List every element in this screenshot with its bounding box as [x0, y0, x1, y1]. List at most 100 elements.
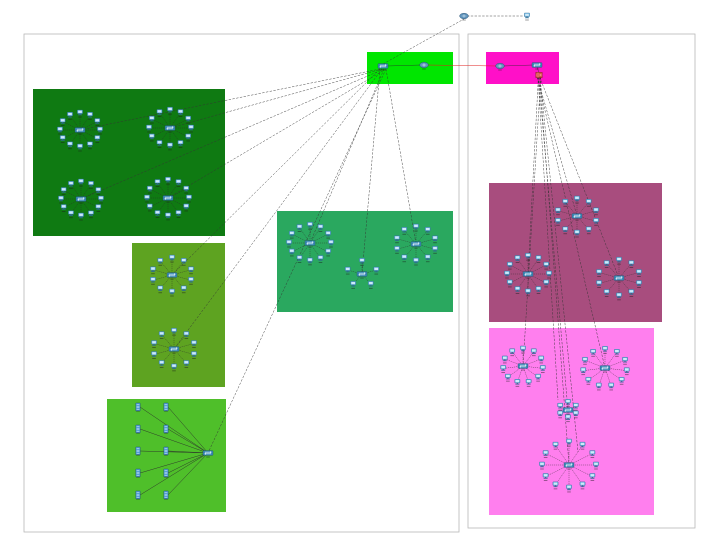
pc-icon[interactable]	[615, 256, 623, 263]
firewall-icon[interactable]	[535, 72, 543, 78]
pc-icon[interactable]	[431, 245, 439, 252]
pc-icon[interactable]	[535, 285, 542, 293]
pc-icon[interactable]	[524, 288, 532, 295]
pc-icon[interactable]	[557, 410, 564, 417]
pc-icon[interactable]	[623, 367, 630, 374]
switch-icon[interactable]	[613, 275, 625, 281]
switch-icon[interactable]	[410, 241, 422, 247]
pc-icon[interactable]	[412, 223, 420, 230]
switch-icon[interactable]	[571, 213, 583, 219]
pc-icon[interactable]	[175, 209, 182, 217]
pc-icon[interactable]	[562, 226, 569, 233]
core-switch-icon[interactable]	[531, 62, 543, 68]
pc-icon[interactable]	[579, 481, 586, 488]
pc-icon[interactable]	[156, 109, 163, 116]
zone-d-area[interactable]	[277, 211, 453, 312]
pc-icon[interactable]	[187, 276, 195, 283]
pc-icon[interactable]	[579, 441, 586, 448]
switch-icon[interactable]	[304, 240, 316, 246]
pc-icon[interactable]	[56, 126, 64, 133]
pc-icon[interactable]	[94, 135, 101, 142]
pc-icon[interactable]	[613, 348, 620, 355]
switch-icon[interactable]	[202, 450, 214, 456]
pc-icon[interactable]	[585, 198, 592, 205]
pc-icon[interactable]	[143, 194, 151, 201]
router-icon[interactable]	[495, 62, 505, 70]
pc-icon[interactable]	[628, 260, 635, 267]
pc-icon[interactable]	[501, 355, 508, 362]
pc-icon[interactable]	[183, 359, 190, 367]
pc-icon[interactable]	[595, 268, 603, 276]
pc-icon[interactable]	[519, 345, 527, 352]
server-icon[interactable]	[163, 490, 169, 500]
pc-icon[interactable]	[180, 257, 187, 264]
pc-icon[interactable]	[504, 373, 511, 380]
pc-icon[interactable]	[187, 124, 195, 131]
pc-icon[interactable]	[288, 248, 295, 255]
server-icon[interactable]	[163, 468, 169, 478]
site-boundary-right[interactable]	[467, 33, 696, 529]
pc-icon[interactable]	[344, 266, 351, 273]
pc-icon[interactable]	[177, 109, 184, 116]
pc-icon[interactable]	[285, 239, 293, 246]
pc-icon[interactable]	[581, 356, 589, 363]
server-icon[interactable]	[135, 446, 141, 456]
pc-icon[interactable]	[564, 414, 572, 421]
pc-icon[interactable]	[154, 209, 161, 217]
pc-icon[interactable]	[412, 257, 420, 264]
pc-icon[interactable]	[565, 438, 573, 445]
pc-icon[interactable]	[595, 382, 602, 389]
switch-icon[interactable]	[166, 272, 178, 278]
pc-icon[interactable]	[628, 288, 635, 296]
pc-icon[interactable]	[554, 217, 562, 224]
pc-icon[interactable]	[589, 450, 596, 457]
pc-icon[interactable]	[603, 260, 610, 267]
core-switch-icon[interactable]	[377, 63, 389, 69]
router-icon[interactable]	[459, 12, 469, 20]
pc-icon[interactable]	[500, 364, 507, 372]
pc-icon[interactable]	[401, 254, 408, 261]
pc-icon[interactable]	[168, 288, 176, 295]
pc-icon[interactable]	[543, 261, 550, 268]
switch-icon[interactable]	[168, 346, 180, 352]
pc-icon[interactable]	[327, 239, 335, 246]
pc-icon[interactable]	[306, 221, 314, 228]
pc-icon[interactable]	[146, 203, 153, 210]
pc-icon[interactable]	[592, 207, 600, 214]
pc-icon[interactable]	[158, 331, 165, 338]
pc-icon[interactable]	[401, 226, 408, 233]
pc-icon[interactable]	[157, 257, 164, 264]
pc-icon[interactable]	[183, 203, 190, 210]
pc-icon[interactable]	[572, 410, 579, 417]
pc-icon[interactable]	[296, 224, 303, 231]
pc-icon[interactable]	[562, 198, 569, 205]
pc-icon[interactable]	[67, 210, 75, 217]
pc-icon[interactable]	[66, 111, 74, 118]
pc-icon[interactable]	[177, 139, 184, 147]
pc-icon[interactable]	[618, 376, 625, 383]
pc-icon[interactable]	[595, 280, 603, 287]
pc-icon[interactable]	[589, 472, 596, 480]
switch-icon[interactable]	[517, 363, 529, 369]
switch-icon[interactable]	[356, 271, 368, 277]
pc-icon[interactable]	[67, 180, 75, 187]
pc-icon[interactable]	[542, 472, 549, 480]
pc-icon[interactable]	[145, 124, 153, 131]
pc-icon[interactable]	[190, 351, 198, 358]
pc-icon[interactable]	[621, 356, 629, 363]
pc-icon[interactable]	[564, 398, 572, 406]
pc-icon[interactable]	[573, 195, 581, 202]
zone-b-area[interactable]	[132, 243, 225, 387]
pc-icon[interactable]	[175, 179, 182, 186]
pc-icon[interactable]	[573, 229, 581, 236]
server-icon[interactable]	[163, 446, 169, 456]
pc-icon[interactable]	[545, 270, 553, 277]
pc-icon[interactable]	[180, 285, 187, 292]
server-icon[interactable]	[135, 402, 141, 412]
pc-icon[interactable]	[572, 402, 579, 409]
pc-icon[interactable]	[57, 195, 65, 202]
pc-icon[interactable]	[557, 402, 564, 409]
pc-icon[interactable]	[306, 257, 314, 264]
pc-icon[interactable]	[539, 364, 546, 372]
server-icon[interactable]	[135, 424, 141, 434]
